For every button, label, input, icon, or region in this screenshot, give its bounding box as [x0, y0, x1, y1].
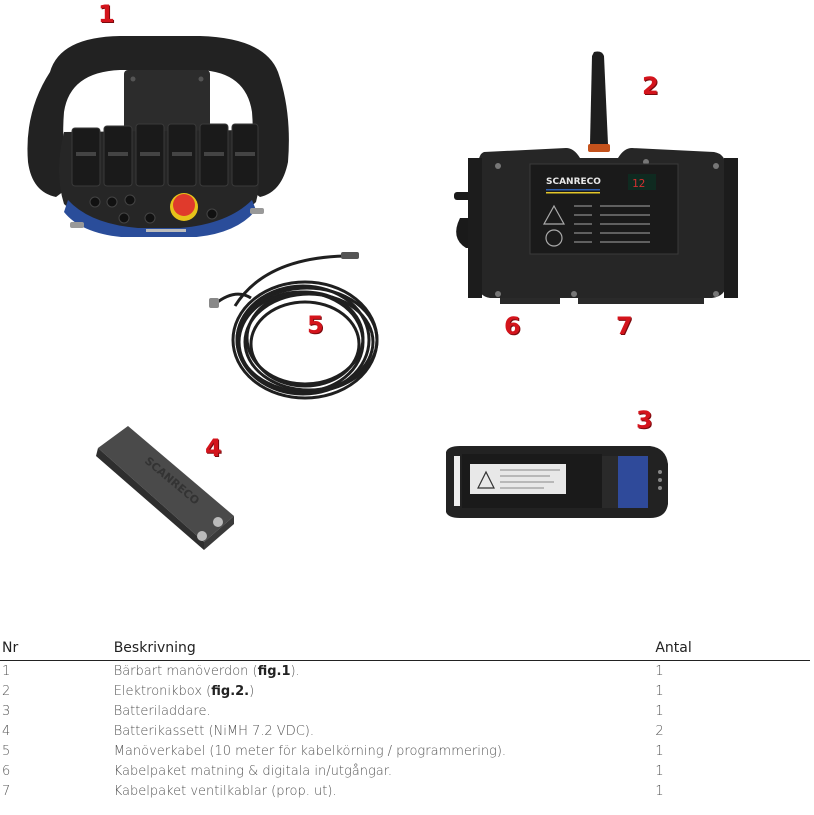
callout-7: 7 [616, 312, 633, 340]
svg-text:12: 12 [632, 177, 645, 190]
battery-image: SCANRECO [88, 418, 238, 553]
figure-reference: fig.1 [257, 663, 291, 679]
description-suffix: ). [290, 663, 300, 679]
header-nr: Nr [0, 638, 114, 661]
row-qty: 2 [655, 723, 664, 739]
callout-4: 4 [205, 434, 222, 462]
header-description: Beskrivning [113, 638, 656, 661]
row-nr: 2 [2, 683, 11, 699]
row-description: Batteriladdare. [113, 703, 211, 719]
row-description: Kabelpaket matning & digitala in/utgånga… [113, 763, 393, 779]
table-row: 4 Batterikassett (NiMH 7.2 VDC). 2 [0, 721, 810, 741]
description-suffix: ) [249, 683, 255, 699]
table-row: 1 Bärbart manöverdon (fig.1). 1 [0, 661, 810, 682]
row-description: Bärbart manöverdon (fig.1). [114, 661, 656, 682]
parts-figure: 1 2 3 4 5 6 7 [20, 0, 740, 553]
table-row: 5 Manöverkabel (10 meter för kabelkörnin… [0, 741, 810, 761]
table-row: 7 Kabelpaket ventilkablar (prop. ut). 1 [0, 781, 810, 801]
callout-5: 5 [307, 311, 324, 339]
row-description: Kabelpaket ventilkablar (prop. ut). [113, 783, 337, 799]
table-row: 3 Batteriladdare. 1 [0, 701, 810, 721]
row-nr: 6 [2, 763, 11, 779]
row-description: Manöverkabel (10 meter för kabelkörning … [113, 743, 507, 759]
row-qty: 1 [655, 703, 664, 719]
row-qty: 1 [655, 763, 664, 779]
row-qty: 1 [655, 683, 664, 699]
header-qty: Antal [655, 638, 810, 661]
row-description: Elektronikbox (fig.2.) [114, 681, 656, 701]
parts-table: Nr Beskrivning Antal 1 Bärbart manöverdo… [0, 638, 810, 801]
row-nr: 7 [2, 783, 11, 799]
row-nr: 4 [2, 723, 11, 739]
row-qty: 1 [655, 663, 664, 679]
description-text: Elektronikbox ( [113, 683, 212, 699]
callout-1: 1 [98, 0, 115, 28]
row-nr: 3 [2, 703, 11, 719]
description-text: Bärbart manöverdon ( [113, 663, 258, 679]
box-brand-label: SCANRECO [546, 177, 601, 187]
row-description: Batterikassett (NiMH 7.2 VDC). [113, 723, 314, 739]
callout-3: 3 [636, 406, 653, 434]
figure-reference: fig.2. [211, 683, 250, 699]
table-row: 2 Elektronikbox (fig.2.) 1 [0, 681, 810, 701]
row-qty: 1 [655, 743, 664, 759]
row-nr: 1 [2, 663, 11, 679]
electronics-box-image: SCANRECO 12 [450, 48, 740, 308]
remote-control-image [20, 32, 295, 237]
row-nr: 5 [2, 743, 11, 759]
callout-2: 2 [642, 72, 659, 100]
table-row: 6 Kabelpaket matning & digitala in/utgån… [0, 761, 810, 781]
row-qty: 1 [655, 783, 664, 799]
battery-charger-image [440, 442, 670, 522]
table-header-row: Nr Beskrivning Antal [0, 638, 810, 661]
callout-6: 6 [504, 312, 521, 340]
control-cable-image [205, 248, 390, 408]
